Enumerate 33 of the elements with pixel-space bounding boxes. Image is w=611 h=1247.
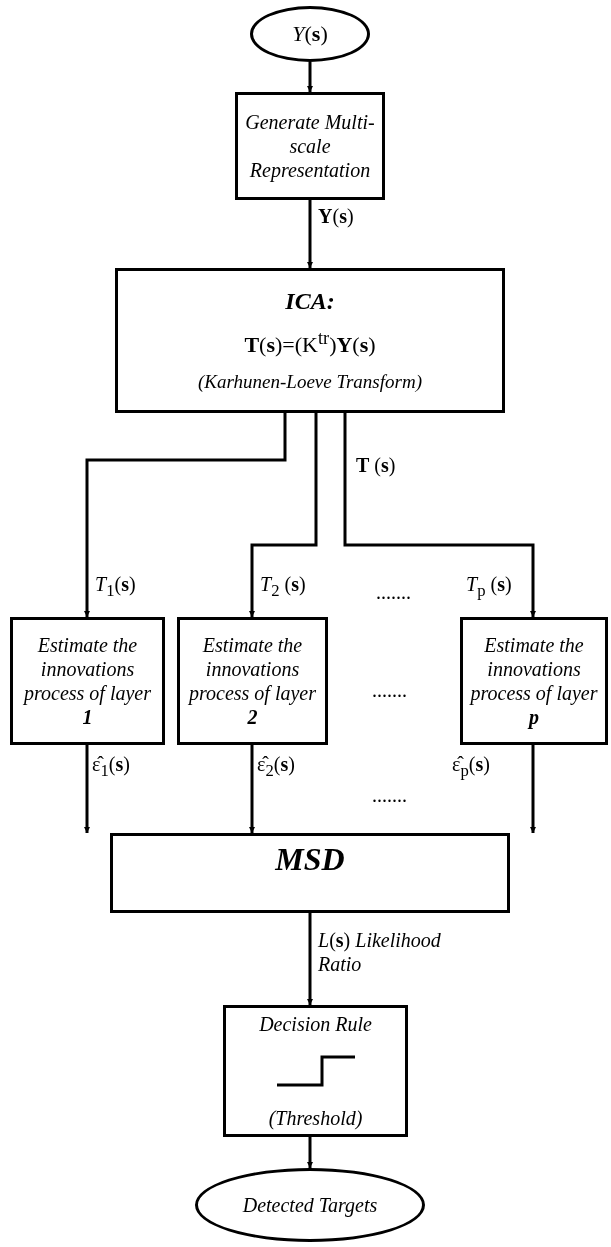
process-box: [110, 833, 510, 913]
arrow: [84, 745, 90, 833]
node-text: T(s)=(K$^{tr}$)Y(s): [244, 328, 376, 359]
node-text: Decision Rule: [259, 1012, 372, 1036]
process-box: [177, 617, 328, 745]
node-text: (Karhunen-Loeve Transform): [198, 371, 422, 394]
node-text: (Threshold): [268, 1106, 363, 1130]
node-text: Generate Multi-scale Representation: [244, 110, 376, 182]
node-text: Detected Targets: [242, 1193, 378, 1217]
signal-label: T (s): [356, 455, 396, 475]
arrow: [307, 62, 313, 92]
ellipsis-label: .......: [376, 582, 411, 602]
arrow: [307, 1137, 313, 1168]
node-text: Estimate the innovations process of layer p: [468, 633, 599, 729]
process-box: [10, 617, 165, 745]
process-box: [235, 92, 385, 200]
process-box: [223, 1005, 408, 1137]
process-box: [460, 617, 608, 745]
process-box: [115, 268, 505, 413]
arrow: [84, 413, 287, 617]
arrow: [249, 745, 255, 833]
ellipsis-label: .......: [372, 785, 407, 805]
arrow: [249, 413, 318, 617]
arrow: [307, 200, 313, 268]
arrow: [343, 413, 536, 617]
node-text: Estimate the innovations process of layer 1: [22, 633, 152, 729]
arrow: [307, 913, 313, 1005]
node-text: ICA:: [285, 287, 335, 316]
node-text: Estimate the innovations process of layer 2: [187, 633, 317, 729]
arrow: [530, 745, 536, 833]
node-text: MSD: [275, 840, 345, 879]
ellipsis-label: .......: [372, 680, 407, 700]
node-text: Y(s): [292, 20, 328, 48]
